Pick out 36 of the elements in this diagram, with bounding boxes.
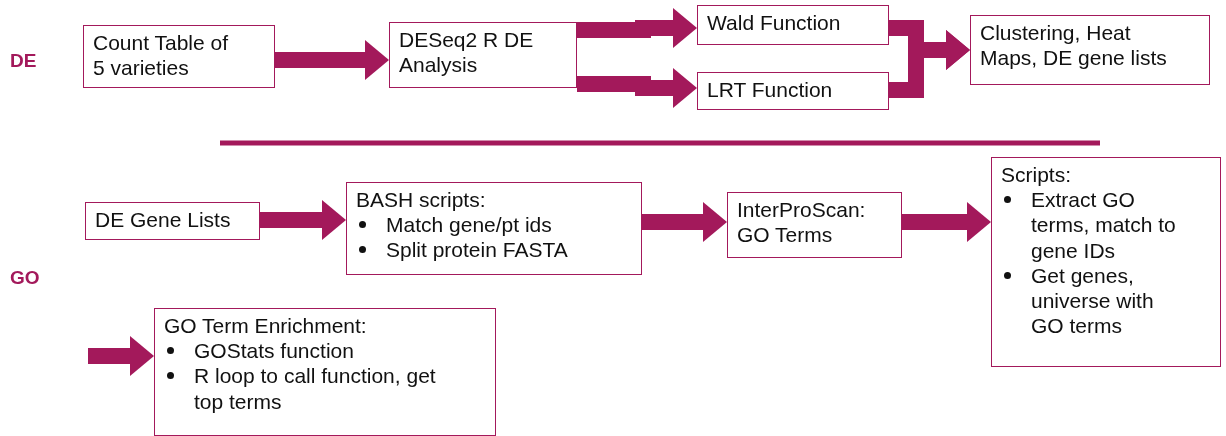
box-text: Wald Function xyxy=(707,10,842,36)
process-box xyxy=(970,15,1210,85)
section-label: DE xyxy=(10,50,37,72)
block-arrow xyxy=(902,202,991,242)
block-arrow xyxy=(88,336,154,376)
bullet-text: Match gene/pt ids xyxy=(386,212,553,238)
process-box xyxy=(389,22,577,88)
bullet-text: R loop to call function, get top terms xyxy=(194,363,437,414)
block-arrow xyxy=(260,200,346,240)
bullet-text: Split protein FASTA xyxy=(386,237,569,263)
process-box xyxy=(85,202,260,240)
section-label: GO xyxy=(10,267,40,289)
box-text: GO Term Enrichment: xyxy=(164,313,368,339)
process-box xyxy=(346,182,642,275)
box-text: Clustering, Heat Maps, DE gene lists xyxy=(980,20,1168,71)
process-box xyxy=(727,192,902,258)
process-box xyxy=(697,72,889,110)
bullet-text: GOStats function xyxy=(194,338,355,364)
box-text: LRT Function xyxy=(707,77,834,103)
box-text: InterProScan: GO Terms xyxy=(737,197,867,248)
block-arrow xyxy=(275,40,389,80)
box-text: DE Gene Lists xyxy=(95,207,232,233)
block-arrow xyxy=(577,68,697,108)
box-text: BASH scripts: xyxy=(356,187,487,213)
block-arrow xyxy=(889,30,970,98)
process-box xyxy=(154,308,496,436)
process-box xyxy=(697,5,889,45)
bullet-text: Extract GO terms, match to gene IDs xyxy=(1031,187,1177,263)
box-text: Count Table of 5 varieties xyxy=(93,30,230,81)
block-arrow xyxy=(577,8,697,48)
box-text: DESeq2 R DE Analysis xyxy=(399,27,535,78)
process-box xyxy=(991,157,1221,367)
bullet-text: Get genes, universe with GO terms xyxy=(1031,262,1155,339)
block-arrow xyxy=(642,202,727,242)
process-box xyxy=(83,25,275,88)
box-text: Scripts: xyxy=(1001,162,1072,188)
